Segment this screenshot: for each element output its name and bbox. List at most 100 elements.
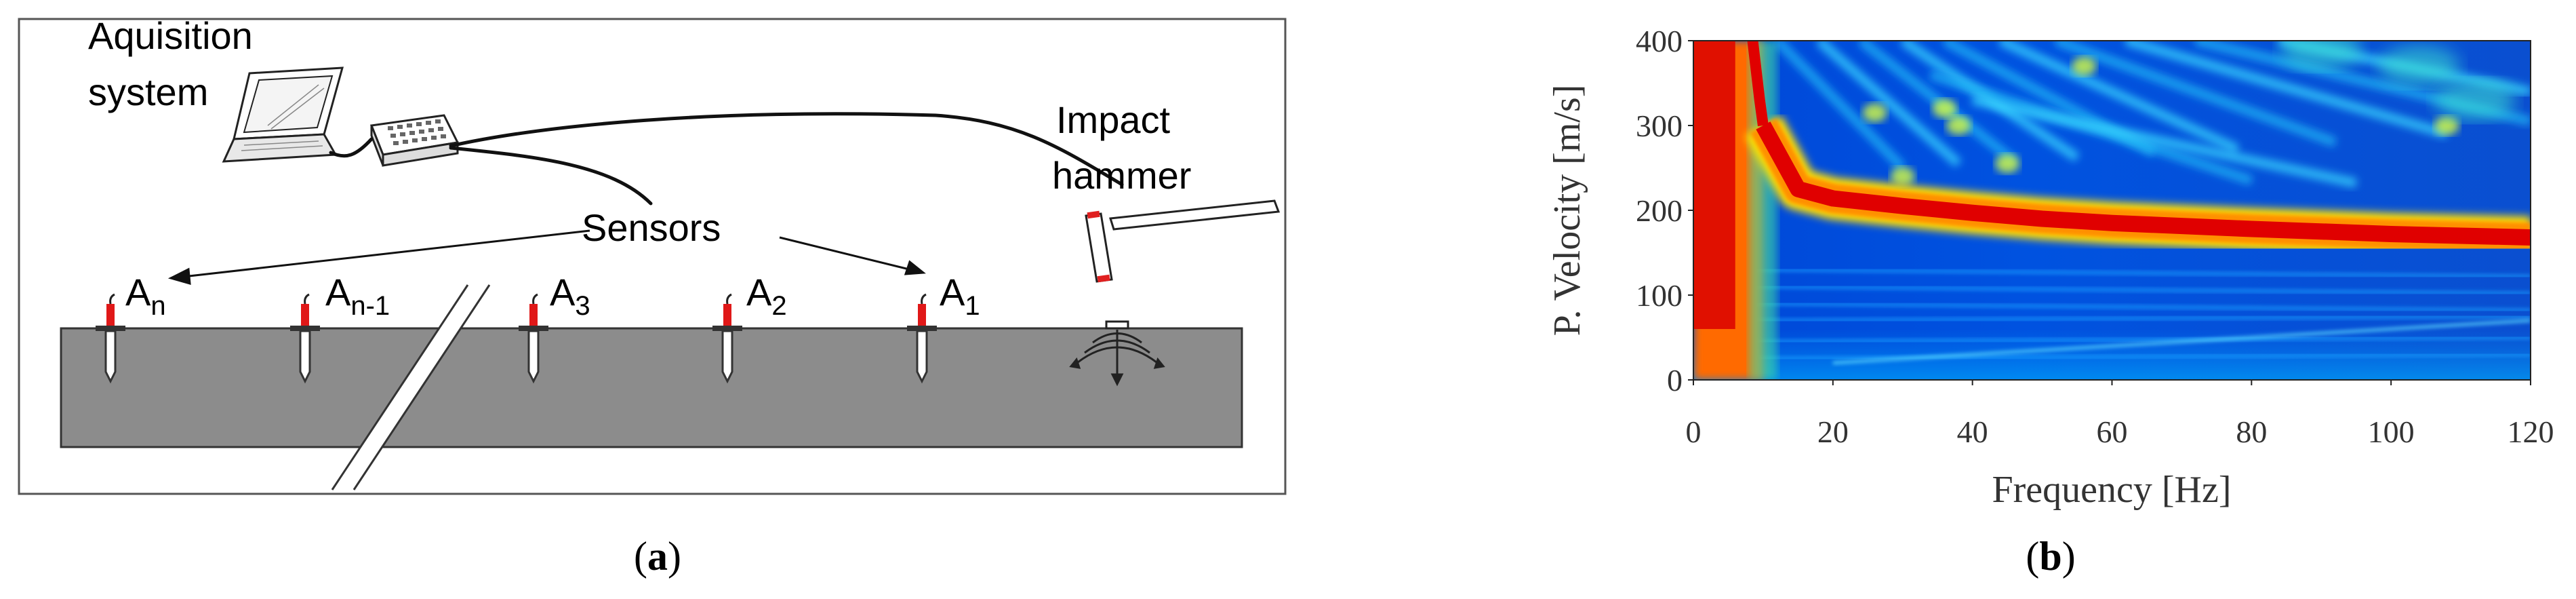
- sensor-label-base: A: [325, 271, 351, 313]
- caption-b-open: (: [2026, 534, 2039, 579]
- energy-spot: [2434, 116, 2459, 135]
- y-tick-label: 0: [1667, 363, 1683, 398]
- energy-spot: [1890, 167, 1915, 186]
- dispersion-curve-top: [1747, 41, 1769, 127]
- caption-b-letter: b: [2039, 534, 2061, 579]
- sensor-label: An-1: [325, 271, 390, 321]
- hammer-label-line1: Impact: [1056, 98, 1170, 141]
- x-axis-label: Frequency [Hz]: [1992, 469, 2232, 511]
- sensor-wire: [921, 293, 927, 305]
- sensor-body: [723, 304, 731, 326]
- energy-spot: [1995, 154, 2020, 174]
- low-mode-band: [1749, 352, 2531, 361]
- axes: 0 20 40 60 80 100 120 0 100 200 300 400: [1636, 24, 2554, 449]
- x-tick-label: 20: [1817, 414, 1849, 449]
- sensor-spike: [916, 330, 928, 384]
- sensor-label: An: [125, 271, 166, 321]
- impact-hammer-icon: [1085, 199, 1281, 283]
- acquisition-label-line1: Aquisition: [88, 14, 253, 57]
- energy-patch: [2378, 45, 2460, 87]
- x-tick-label: 60: [2097, 414, 2128, 449]
- x-tick-label: 40: [1957, 414, 1988, 449]
- mode-streak: [1971, 95, 2358, 188]
- sensors-label: Sensors: [582, 206, 721, 249]
- x-tick-label: 0: [1686, 414, 1702, 449]
- sensor-5: A1: [907, 271, 980, 384]
- caption-a: (a): [634, 534, 681, 579]
- sensor-wire: [532, 293, 538, 305]
- x-tick-label: 80: [2236, 414, 2267, 449]
- mode-streak: [2125, 41, 2449, 139]
- energy-spot: [1946, 116, 1971, 135]
- y-tick-label: 300: [1636, 109, 1683, 143]
- caption-a-close: ): [668, 534, 681, 579]
- y-tick-label: 100: [1636, 278, 1683, 313]
- sensor-body: [918, 304, 926, 326]
- sensor-label-subscript: 2: [771, 291, 786, 321]
- sensor-label-subscript: 1: [965, 291, 980, 321]
- low-mode-streak: [1832, 319, 2531, 365]
- sensor-label-base: A: [746, 271, 772, 313]
- sensor-body: [529, 304, 538, 326]
- low-mode-band: [1749, 284, 2531, 296]
- y-tick-label: 200: [1636, 193, 1683, 228]
- caption-b-close: ): [2062, 534, 2076, 579]
- sensor-arrows: [167, 229, 926, 286]
- sensor-label-base: A: [940, 271, 965, 313]
- sensor-body: [106, 304, 115, 326]
- x-tick-label: 120: [2508, 414, 2554, 449]
- energy-spot: [2072, 56, 2097, 76]
- sensor-label: A1: [940, 271, 980, 321]
- mode-streak: [2054, 41, 2337, 147]
- mode-streak: [1773, 41, 1906, 172]
- sensor-spike: [527, 330, 540, 384]
- y-tick-label: 400: [1636, 24, 1683, 58]
- mode-streak: [1815, 41, 1962, 168]
- energy-patch: [2434, 79, 2516, 121]
- sensor-mount: [712, 326, 742, 331]
- sensor-spike: [299, 330, 311, 384]
- sensor-label-subscript: n: [150, 291, 165, 321]
- dispersion-curve: [1756, 121, 2531, 246]
- caption-a-letter: a: [647, 534, 668, 579]
- impact-point-icon: [1069, 320, 1165, 387]
- sensor-mount: [907, 326, 937, 331]
- concrete-beam: [60, 327, 1243, 448]
- sensor-wire: [726, 293, 732, 305]
- heatmap-layers: [1693, 41, 2531, 380]
- cables: [329, 112, 1124, 206]
- caption-b: (b): [2026, 534, 2075, 579]
- low-mode-band: [1749, 267, 2531, 279]
- sensor-4: A2: [712, 271, 787, 384]
- mode-streak: [1998, 41, 2240, 154]
- low-mode-band: [1749, 301, 2531, 313]
- sensor-spike: [104, 330, 117, 384]
- sensor-1: An: [96, 271, 166, 384]
- sensor-spike: [721, 330, 733, 384]
- sensor-mount: [519, 326, 548, 331]
- energy-patch: [2280, 41, 2362, 70]
- laptop-icon: [222, 66, 344, 163]
- low-mode-band: [1749, 335, 2531, 344]
- break-marks: [331, 284, 491, 490]
- acquisition-unit-icon: [369, 114, 460, 167]
- sensor-body: [301, 304, 309, 326]
- panel-b: 0 20 40 60 80 100 120 0 100 200 300 400 Frequency […: [1546, 24, 2554, 511]
- sensor-3: A3: [519, 271, 590, 384]
- sensor-mount: [290, 326, 320, 331]
- sensor-label: A3: [550, 271, 590, 321]
- sensor-wire: [109, 293, 115, 305]
- caption-a-open: (: [634, 534, 647, 579]
- sensor-label-base: A: [125, 271, 151, 313]
- x-tick-label: 100: [2368, 414, 2415, 449]
- sensor-label-subscript: 3: [575, 291, 590, 321]
- low-mode-band: [1749, 314, 2531, 323]
- y-axis-label: P. Velocity [m/s]: [1546, 85, 1588, 336]
- heatmap: [1693, 41, 2531, 380]
- sensor-mount: [96, 326, 125, 331]
- sensor-label-subscript: n-1: [350, 291, 390, 321]
- sensor-label: A2: [746, 271, 787, 321]
